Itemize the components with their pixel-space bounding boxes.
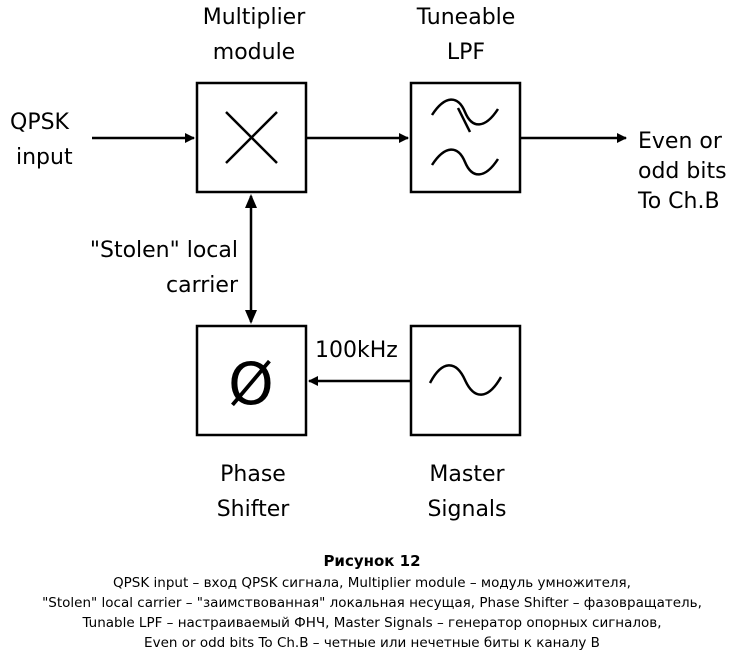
lpf-sine-top-icon <box>430 98 500 126</box>
input-label-2: input <box>16 145 73 170</box>
caption-line: Even or odd bits To Ch.B – четные или не… <box>144 635 600 651</box>
output-label-2: odd bits <box>638 159 727 184</box>
master-signals-block <box>409 324 522 437</box>
block-diagram: Multiplier module Tuneable LPF QPSK inpu… <box>10 5 727 522</box>
lpf-block <box>409 81 522 194</box>
multiplier-block <box>195 81 308 194</box>
lpf-label-1: Tuneable <box>416 5 516 30</box>
phase-shifter-label-2: Shifter <box>217 497 291 522</box>
multiplier-label-1: Multiplier <box>203 5 307 30</box>
carrier-label-1: "Stolen" local <box>90 238 238 263</box>
phase-shifter-label-1: Phase <box>220 462 286 487</box>
carrier-label-2: carrier <box>166 273 239 298</box>
sine-wave-icon <box>428 364 503 396</box>
phase-shifter-block: Ø <box>195 324 308 437</box>
frequency-label: 100kHz <box>315 338 398 363</box>
figure-title: Рисунок 12 <box>323 552 421 570</box>
input-label-1: QPSK <box>10 110 70 135</box>
caption-line: Tunable LPF – настраиваемый ФНЧ, Master … <box>82 615 662 631</box>
figure-caption: QPSK input – вход QPSK сигнала, Multipli… <box>0 573 744 653</box>
phase-symbol-icon: Ø <box>228 350 274 418</box>
caption-line: "Stolen" local carrier – "заимствованная… <box>42 595 702 611</box>
carrier-bidirectional-arrow <box>245 194 257 324</box>
output-label-1: Even or <box>638 129 723 154</box>
multiplier-label-2: module <box>213 40 295 65</box>
lpf-sine-bottom-icon <box>430 148 500 176</box>
output-label-3: To Ch.B <box>637 189 720 214</box>
master-signals-label-1: Master <box>429 462 505 487</box>
caption-line: QPSK input – вход QPSK сигнала, Multipli… <box>113 575 631 591</box>
lpf-label-2: LPF <box>447 40 485 65</box>
master-signals-label-2: Signals <box>427 497 506 522</box>
